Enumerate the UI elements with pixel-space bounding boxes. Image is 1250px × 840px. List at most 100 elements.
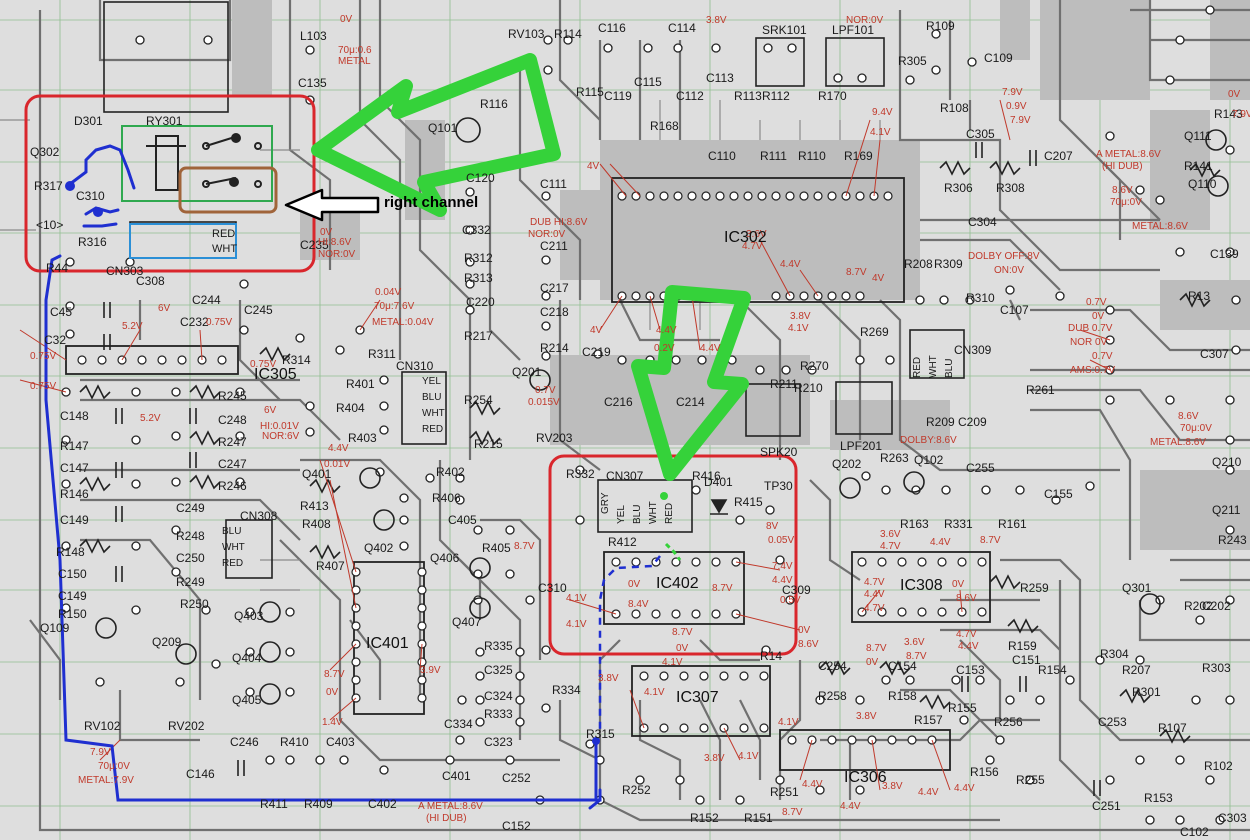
component-label: C253 [1098, 715, 1127, 729]
component-label: R152 [690, 811, 719, 825]
voltage-annotation: 3.8V [790, 311, 811, 322]
component-label: R305 [898, 54, 927, 68]
voltage-annotation: 4.1V [644, 687, 665, 698]
component-label: R163 [900, 517, 929, 531]
voltage-annotation: 4.4V [958, 641, 979, 652]
component-label: Q301 [1122, 581, 1152, 595]
voltage-annotation: 8V [766, 521, 779, 532]
voltage-annotation: 3.9V [420, 665, 441, 676]
component-label: R245 [218, 389, 247, 403]
component-label: <10> [36, 218, 64, 232]
cn308-wire-red: RED [222, 558, 244, 569]
component-label: C244 [192, 293, 221, 307]
component-label: R303 [1202, 661, 1231, 675]
voltage-annotation: DUB HI:8.6V [530, 217, 588, 228]
voltage-annotation: 0V [676, 643, 689, 654]
voltage-annotation: 4.4V [840, 801, 861, 812]
voltage-annotation: 4.1V [662, 657, 683, 668]
component-label: R310 [966, 291, 995, 305]
voltage-annotation: 3.8V [706, 15, 727, 26]
component-label: Q101 [428, 121, 458, 135]
voltage-annotation: 0.5V [780, 595, 801, 606]
component-label: C110 [708, 149, 736, 163]
voltage-annotation: 4.7V [742, 241, 763, 252]
voltage-annotation: 5.2V [140, 413, 161, 424]
passive-parts [79, 142, 1221, 796]
component-label: R335 [484, 639, 513, 653]
component-label: R331 [944, 517, 973, 531]
component-label: R207 [1122, 663, 1151, 677]
voltage-annotation: 8.6V [956, 593, 977, 604]
component-label: Q201 [512, 365, 542, 379]
component-label: R154 [1038, 663, 1067, 677]
voltage-annotation: 0.75V [30, 351, 57, 362]
component-label: R315 [586, 727, 615, 741]
component-label: C207 [1044, 149, 1073, 163]
cn310-wire-yel: YEL [422, 376, 441, 387]
component-label: R258 [818, 689, 847, 703]
component-label: R314 [282, 353, 311, 367]
component-label: R405 [482, 541, 511, 555]
ic401-label: IC401 [366, 635, 409, 652]
component-label: C255 [966, 461, 995, 475]
component-label: R211 [770, 377, 798, 391]
component-label: RY301 [146, 114, 183, 128]
right-channel-callout: right channel [384, 194, 479, 211]
cn307-wire-yel: YEL [616, 505, 627, 524]
voltage-annotation: 0V [952, 579, 965, 590]
component-label: R313 [464, 271, 493, 285]
component-label: R401 [346, 377, 375, 391]
voltage-annotation: 70μ:0V [98, 761, 130, 772]
component-label: R413 [300, 499, 329, 513]
voltage-annotation: NOR:0V [318, 249, 356, 260]
voltage-annotation: 8.6V [1178, 411, 1199, 422]
voltage-annotation: 0.7V [1092, 351, 1113, 362]
component-label: R311 [368, 347, 396, 361]
voltage-annotation: METAL:8.6V [1132, 221, 1188, 232]
component-label: C249 [176, 501, 205, 515]
voltage-annotation: 3.6V [880, 529, 901, 540]
component-label: C146 [186, 767, 215, 781]
voltage-annotation: 4.4V [930, 537, 951, 548]
component-label: R155 [948, 701, 977, 715]
component-label: RV202 [168, 719, 205, 733]
voltage-annotation: 9.4V [872, 107, 893, 118]
voltage-annotation: 4.4V [656, 325, 677, 336]
component-label: C102 [1180, 825, 1209, 839]
component-label: Q210 [1212, 455, 1242, 469]
blue-wire-paths [44, 144, 602, 810]
voltage-annotation: METAL:8.6V [1150, 437, 1206, 448]
component-label: R408 [302, 517, 331, 531]
component-label: Q404 [232, 651, 262, 665]
component-label: L103 [300, 29, 327, 43]
component-label: R304 [1100, 647, 1129, 661]
component-label: R151 [744, 811, 773, 825]
component-label: C305 [966, 127, 995, 141]
component-label: R214 [540, 341, 569, 355]
component-label: C246 [230, 735, 259, 749]
component-label: RV102 [84, 719, 121, 733]
voltage-annotation: METAL:7.9V [78, 775, 134, 786]
voltage-annotation: 8.6V [1112, 185, 1133, 196]
component-label: CN307 [606, 469, 644, 483]
component-label: RV103 [508, 27, 545, 41]
ic306-label: IC306 [844, 769, 887, 786]
component-label: C149 [60, 513, 89, 527]
component-label: R146 [60, 487, 89, 501]
voltage-annotation: 0.75V [206, 317, 233, 328]
voltage-annotation: 3.8V [856, 711, 877, 722]
relay-ry301 [146, 133, 262, 191]
voltage-annotation: 0.01V [324, 459, 351, 470]
component-label: R332 [566, 467, 595, 481]
component-label: R312 [464, 251, 493, 265]
voltage-annotation: NOR:0V [528, 229, 566, 240]
component-label: R210 [794, 381, 823, 395]
voltage-annotation: 4V [872, 273, 885, 284]
voltage-leaders [19, 99, 1111, 791]
voltage-annotation: 0.9V [1006, 101, 1027, 112]
right-channel-arrow-icon [284, 188, 380, 222]
cn307-wire-gry: GRY [600, 492, 611, 515]
voltage-annotation: 0V [798, 625, 811, 636]
green-dash-marker [664, 542, 682, 561]
component-label: R158 [888, 689, 917, 703]
